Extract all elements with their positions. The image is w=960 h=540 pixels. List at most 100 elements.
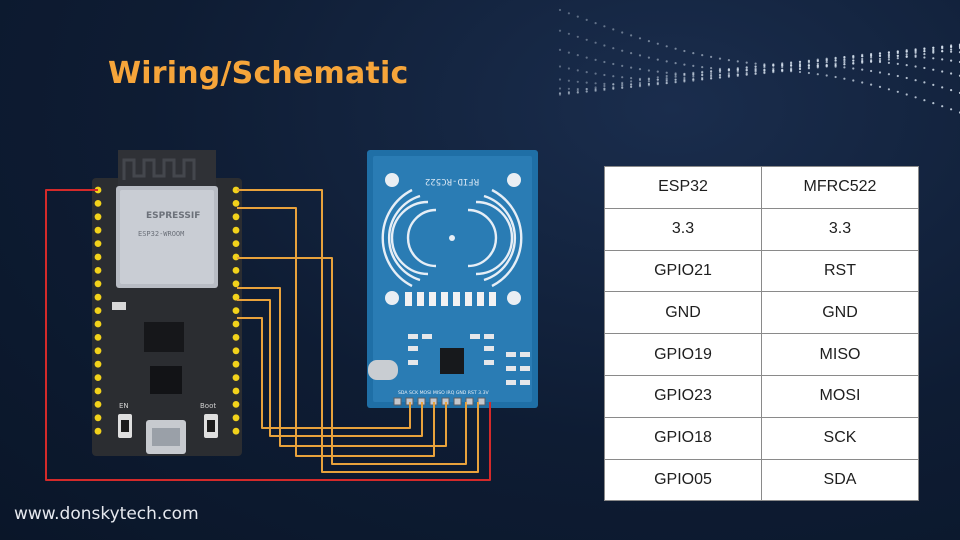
decorative-dot bbox=[656, 42, 659, 45]
decorative-dot bbox=[781, 64, 784, 67]
header-pin bbox=[94, 280, 102, 288]
decorative-dot bbox=[638, 37, 642, 40]
table-row: GND GND bbox=[604, 291, 919, 335]
header-pin bbox=[94, 427, 102, 435]
decorative-dot bbox=[558, 93, 562, 96]
decorative-dot bbox=[638, 85, 642, 88]
decorative-dot bbox=[843, 61, 846, 64]
decorative-dot bbox=[656, 81, 659, 84]
decorative-dot bbox=[932, 68, 935, 71]
decorative-dot bbox=[638, 78, 642, 82]
decorative-dot bbox=[594, 41, 597, 44]
header-pin bbox=[232, 226, 240, 234]
decorative-dot bbox=[612, 86, 615, 89]
decorative-dot bbox=[887, 73, 891, 76]
wire-gpio18-sck bbox=[237, 299, 423, 437]
decorative-dot bbox=[896, 90, 899, 93]
decorative-dot bbox=[763, 71, 766, 74]
decorative-dot bbox=[763, 68, 766, 71]
decorative-dot bbox=[710, 67, 713, 70]
table-cell: GPIO21 bbox=[604, 249, 762, 293]
decorative-dot bbox=[781, 69, 784, 72]
decorative-dot bbox=[585, 56, 588, 59]
decorative-dot bbox=[656, 78, 659, 81]
decorative-dot bbox=[896, 57, 899, 60]
table-row: GPIO23 MOSI bbox=[604, 374, 919, 418]
decorative-dot bbox=[745, 68, 748, 71]
rfid-board-label: RFID-RC522 bbox=[425, 176, 479, 186]
decorative-dot bbox=[852, 59, 855, 62]
decorative-dot bbox=[754, 72, 757, 75]
decorative-dot bbox=[834, 56, 837, 60]
table-cell: GND bbox=[604, 291, 762, 335]
decorative-dot bbox=[594, 86, 597, 89]
table-cell: MOSI bbox=[761, 374, 919, 418]
decorative-dot bbox=[816, 64, 819, 67]
header-pin bbox=[232, 307, 240, 314]
table-cell: GND bbox=[761, 291, 919, 335]
decorative-dot bbox=[621, 31, 624, 34]
header-pin bbox=[94, 320, 102, 328]
decorative-dot bbox=[852, 61, 855, 65]
decorative-dot bbox=[718, 76, 722, 79]
decorative-dot bbox=[710, 77, 713, 80]
decorative-dot bbox=[585, 38, 588, 41]
decorative-dot bbox=[914, 79, 917, 82]
decorative-dot bbox=[932, 102, 935, 105]
decorative-dot bbox=[887, 61, 891, 64]
decorative-dot bbox=[701, 78, 704, 81]
decorative-dot bbox=[798, 67, 802, 70]
decorative-dot bbox=[576, 91, 579, 94]
decorative-dot bbox=[905, 55, 908, 58]
decorative-dot bbox=[941, 86, 944, 89]
decorative-dot bbox=[656, 82, 659, 85]
decorative-dot bbox=[923, 47, 926, 50]
decorative-dot bbox=[754, 65, 757, 68]
decorative-dot bbox=[665, 77, 668, 80]
header-pin bbox=[94, 414, 102, 422]
decorative-dot bbox=[567, 67, 571, 70]
decorative-dot bbox=[807, 64, 811, 67]
decorative-dot bbox=[567, 92, 571, 95]
table-cell: 3.3 bbox=[761, 207, 919, 251]
header-pin bbox=[232, 427, 240, 435]
table-cell: GPIO05 bbox=[604, 458, 762, 502]
decorative-dot bbox=[861, 68, 864, 71]
decorative-dot bbox=[567, 91, 571, 94]
decorative-dot bbox=[647, 78, 651, 81]
decorative-dot bbox=[674, 75, 677, 78]
decorative-dot bbox=[941, 70, 944, 73]
decorative-dot bbox=[790, 70, 793, 73]
decorative-dot bbox=[630, 66, 633, 69]
decorative-dot bbox=[745, 73, 748, 76]
decorative-dot bbox=[825, 64, 828, 67]
decorative-dot bbox=[816, 73, 819, 76]
decorative-dot bbox=[887, 54, 891, 57]
table-row: GPIO05 SDA bbox=[604, 458, 919, 502]
decorative-dot bbox=[612, 83, 615, 86]
decorative-dot bbox=[772, 64, 775, 67]
decorative-dot bbox=[612, 75, 615, 78]
decorative-dot bbox=[834, 59, 837, 62]
decorative-dot bbox=[594, 82, 597, 85]
decorative-dot bbox=[941, 46, 944, 49]
decorative-dot bbox=[674, 62, 677, 65]
decorative-dot bbox=[861, 55, 864, 58]
decorative-dot bbox=[674, 72, 677, 75]
decorative-dot bbox=[781, 62, 784, 65]
decorative-dot bbox=[567, 90, 571, 94]
decorative-dot bbox=[923, 53, 926, 56]
decorative-dot bbox=[887, 51, 891, 54]
decorative-dot bbox=[825, 59, 828, 62]
decorative-dot bbox=[932, 50, 935, 53]
decorative-dot bbox=[603, 44, 606, 47]
table-cell: SDA bbox=[761, 458, 919, 502]
decorative-dot bbox=[852, 79, 855, 82]
wire-gpio19-miso bbox=[237, 287, 447, 447]
decorative-dot bbox=[558, 92, 562, 95]
decorative-dot bbox=[692, 52, 695, 55]
decorative-dot bbox=[603, 84, 606, 88]
decorative-dot bbox=[665, 81, 668, 85]
decorative-dot bbox=[878, 71, 882, 74]
